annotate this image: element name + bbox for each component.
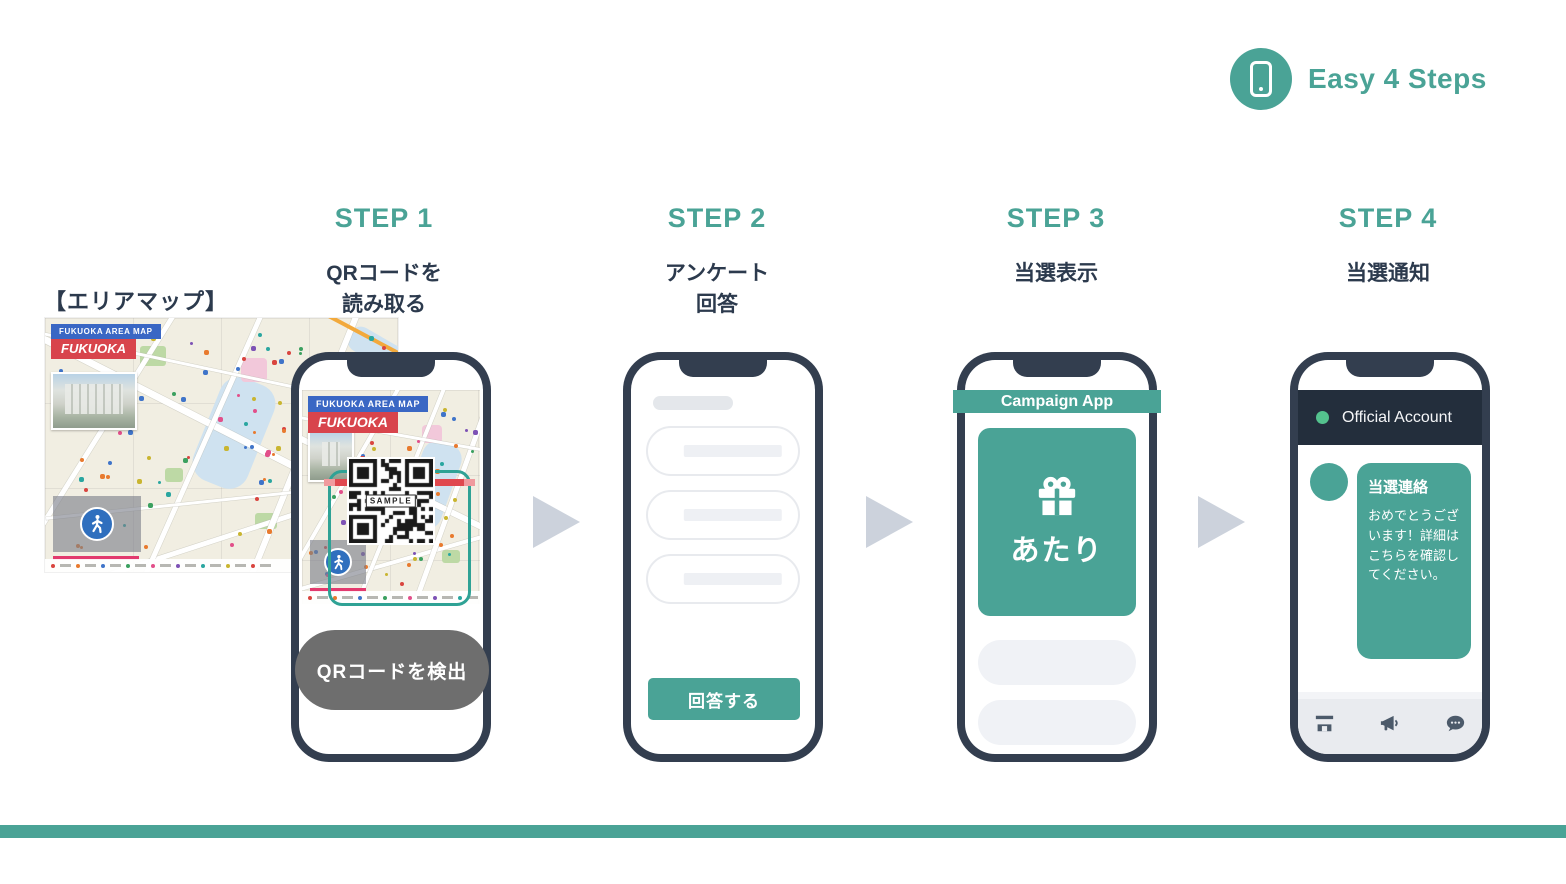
area-map-label: 【エリアマップ】 (44, 289, 229, 314)
gift-icon (978, 476, 1136, 521)
step4-title: STEP 4 (1338, 203, 1438, 233)
message-title: 当選連絡 (1368, 479, 1429, 496)
shop-icon[interactable] (1314, 714, 1335, 733)
win-result-text: あたり (1010, 535, 1104, 567)
pedestrian-icon (53, 496, 141, 552)
content-placeholder (978, 640, 1136, 685)
survey-field[interactable] (646, 426, 800, 476)
phone-notch (1013, 352, 1101, 377)
survey-field[interactable] (646, 554, 800, 604)
official-account-label: Official Account (1342, 408, 1452, 426)
map-title-banner: FUKUOKA AREA MAP FUKUOKA (308, 396, 429, 433)
survey-field[interactable] (646, 490, 800, 540)
message-bubble: 当選連絡 おめでとうございます！詳細はこちらを確認してください。 (1357, 463, 1471, 659)
camera-map-view: FUKUOKA AREA MAP FUKUOKA (302, 390, 480, 606)
content-placeholder (978, 700, 1136, 745)
chat-icon[interactable] (1445, 714, 1466, 733)
step4-subtitle: 当選通知 (1346, 262, 1430, 285)
step1-subtitle: QRコードを 読み取る (326, 262, 442, 316)
online-status-icon (1316, 411, 1329, 424)
detect-qr-button[interactable]: QRコードを検出 (295, 630, 489, 710)
step1-title: STEP 1 (334, 203, 434, 233)
chat-toolbar (1298, 692, 1482, 754)
smartphone-icon (1230, 48, 1292, 110)
avatar (1310, 463, 1348, 501)
easy-steps-label: Easy 4 Steps (1308, 63, 1487, 94)
map-banner-city: FUKUOKA (308, 412, 398, 433)
arrow-right-icon (866, 496, 913, 548)
map-banner-city: FUKUOKA (51, 339, 136, 359)
phone-notch (347, 352, 435, 377)
arrow-right-icon (533, 496, 580, 548)
win-result-card: あたり (978, 428, 1136, 616)
step3-title: STEP 3 (1006, 203, 1106, 233)
form-heading-placeholder (653, 396, 733, 410)
megaphone-icon[interactable] (1379, 714, 1401, 734)
qr-sample-label: SAMPLE (365, 494, 417, 508)
step3-subtitle: 当選表示 (1014, 262, 1098, 285)
submit-answer-button[interactable]: 回答する (648, 678, 800, 720)
phone-step1: FUKUOKA AREA MAP FUKUOKA (291, 352, 491, 762)
phone-step2: 回答する (623, 352, 823, 762)
step2-subtitle: アンケート 回答 (664, 262, 770, 316)
message-body: おめでとうございます！詳細はこちらを確認してください。 (1368, 508, 1460, 583)
map-photo-inset (51, 372, 137, 430)
qr-code: SAMPLE (347, 457, 435, 546)
easy-steps-badge: Easy 4 Steps (1230, 48, 1487, 110)
official-account-header: Official Account (1298, 390, 1482, 445)
phone-step4: Official Account 当選連絡 おめでとうございます！詳細はこちらを… (1290, 352, 1490, 762)
phone-notch (679, 352, 767, 377)
phone-notch (1346, 352, 1434, 377)
arrow-right-icon (1198, 496, 1245, 548)
phone-step3: あたり Campaign App (953, 352, 1161, 762)
campaign-app-header: Campaign App (953, 390, 1161, 413)
map-legend (302, 591, 480, 604)
map-title-banner: FUKUOKA AREA MAP FUKUOKA (51, 324, 161, 359)
bottom-accent-bar (0, 825, 1566, 838)
map-banner-top: FUKUOKA AREA MAP (51, 324, 161, 339)
map-banner-top: FUKUOKA AREA MAP (308, 396, 429, 412)
step2-title: STEP 2 (667, 203, 767, 233)
